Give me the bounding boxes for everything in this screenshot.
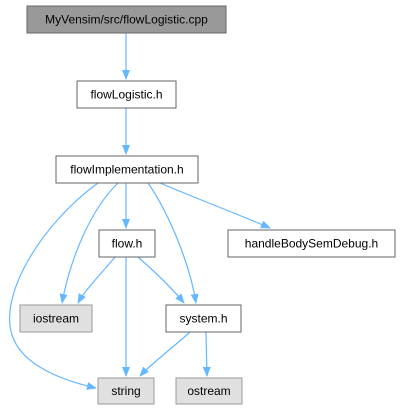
node-label: system.h — [179, 312, 227, 326]
node-handlebodysemdebug-h[interactable]: handleBodySemDebug.h — [227, 229, 396, 258]
node-label: string — [111, 384, 140, 398]
node-box — [98, 229, 156, 258]
edge-flowimplementation-h-to-handlebodysemdebug-h — [159, 182, 271, 229]
node-iostream: iostream — [19, 304, 93, 333]
node-box — [165, 304, 242, 333]
node-flow-h[interactable]: flow.h — [98, 229, 156, 258]
node-label: ostream — [187, 384, 230, 398]
nodes-layer: MyVensim/src/flowLogistic.cpp flowLogisti… — [19, 5, 396, 405]
node-box — [55, 155, 199, 184]
node-label: MyVensim/src/flowLogistic.cpp — [45, 13, 208, 27]
node-box — [97, 377, 155, 405]
node-system-h[interactable]: system.h — [165, 304, 242, 333]
node-box — [26, 5, 227, 34]
node-flowlogistic-cpp: MyVensim/src/flowLogistic.cpp — [26, 5, 227, 34]
node-box — [19, 304, 93, 333]
node-label: flowImplementation.h — [70, 163, 183, 177]
node-ostream: ostream — [175, 377, 243, 405]
node-box — [76, 80, 177, 109]
node-box — [227, 229, 396, 258]
edge-flowimplementation-h-to-string — [9, 182, 99, 390]
node-label: flow.h — [112, 237, 143, 251]
node-label: flowLogistic.h — [90, 88, 162, 102]
edge-flowimplementation-h-to-iostream — [59, 182, 119, 304]
node-box — [175, 377, 243, 405]
node-flowlogistic-h[interactable]: flowLogistic.h — [76, 80, 177, 109]
edge-system-h-to-string — [139, 331, 191, 377]
edge-flow-h-to-iostream — [77, 256, 116, 304]
node-label: handleBodySemDebug.h — [245, 237, 378, 251]
edge-flowimplementation-h-to-system-h — [147, 182, 199, 304]
edge-flow-h-to-system-h — [137, 256, 185, 304]
node-string: string — [97, 377, 155, 405]
node-flowimplementation-h[interactable]: flowImplementation.h — [55, 155, 199, 184]
edge-system-h-to-ostream — [202, 331, 211, 377]
node-label: iostream — [33, 312, 79, 326]
edges-layer — [9, 33, 271, 390]
